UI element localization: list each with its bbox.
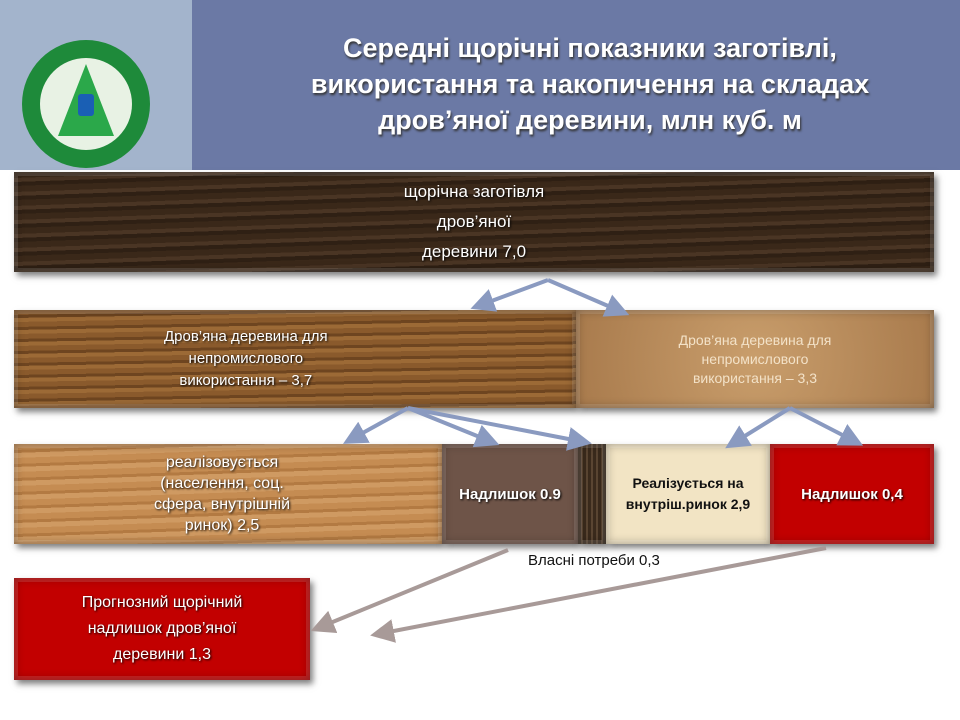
sold-left-box: реалізовується (населення, соц. сфера, вну… [14, 444, 442, 544]
harvest-box: щорічна заготівля дров’яної деревини 7,0 [14, 172, 934, 272]
sold-right-box: Реалізується на внутріш.ринок 2,9 [606, 444, 770, 544]
header-right-panel [192, 0, 960, 170]
own-needs-label: Власні потреби 0,3 [528, 552, 660, 569]
text-line: непромислового [188, 350, 304, 367]
text-line: Дров’яна деревина для [678, 331, 832, 348]
surplus-left-box: Надлишок 0.9 [442, 444, 578, 544]
arrow-icon [547, 278, 630, 317]
title-line: Середні щорічні показники заготівлі, [343, 33, 837, 63]
text-line: сфера, внутрішній [154, 496, 291, 513]
nonindustrial-left-box: Дров’яна деревина для непромислового викор… [14, 310, 576, 408]
arrow-icon [407, 406, 500, 448]
text-line: деревини 1,3 [113, 646, 211, 663]
agency-logo [22, 40, 150, 168]
title-line: використання та накопичення на складах [310, 69, 870, 99]
forecast-box: Прогнозний щорічний надлишок дров’яної дер… [14, 578, 310, 680]
surplus-right-label: Надлишок 0,4 [801, 485, 903, 503]
arrow-icon [310, 548, 509, 634]
arrow-icon [342, 406, 409, 444]
text-line: внутріш.ринок 2,9 [625, 496, 751, 512]
text-line: використання – 3,3 [692, 369, 818, 386]
text-line: (населення, соц. [160, 475, 284, 492]
arrow-icon [407, 406, 592, 451]
arrow-icon [725, 406, 792, 449]
text-line: щорічна заготівля [403, 182, 545, 201]
text-line: Прогнозний щорічний [81, 594, 243, 611]
page-title: Середні щорічні показники заготівлі, вик… [250, 30, 930, 138]
text-line: Дров’яна деревина для [164, 328, 328, 345]
surplus-left-label: Надлишок 0.9 [459, 485, 561, 503]
trident-icon [78, 94, 94, 116]
text-line: реалізовується [165, 454, 279, 471]
nonindustrial-right-box: Дров’яна деревина для непромислового викор… [576, 310, 934, 408]
arrow-icon [470, 278, 549, 312]
text-line: непромислового [701, 350, 809, 367]
text-line: дров’яної [436, 212, 512, 231]
own-needs-strip [578, 444, 606, 544]
text-line: ринок) 2,5 [184, 517, 260, 534]
arrow-icon [789, 406, 864, 446]
text-line: деревини 7,0 [421, 242, 527, 261]
text-line: Реалізується на [632, 475, 744, 491]
surplus-right-box: Надлишок 0,4 [770, 444, 934, 544]
text-line: використання – 3,7 [179, 372, 313, 389]
title-line: дров’яної деревини, млн куб. м [378, 105, 802, 135]
text-line: надлишок дров’яної [87, 620, 237, 637]
